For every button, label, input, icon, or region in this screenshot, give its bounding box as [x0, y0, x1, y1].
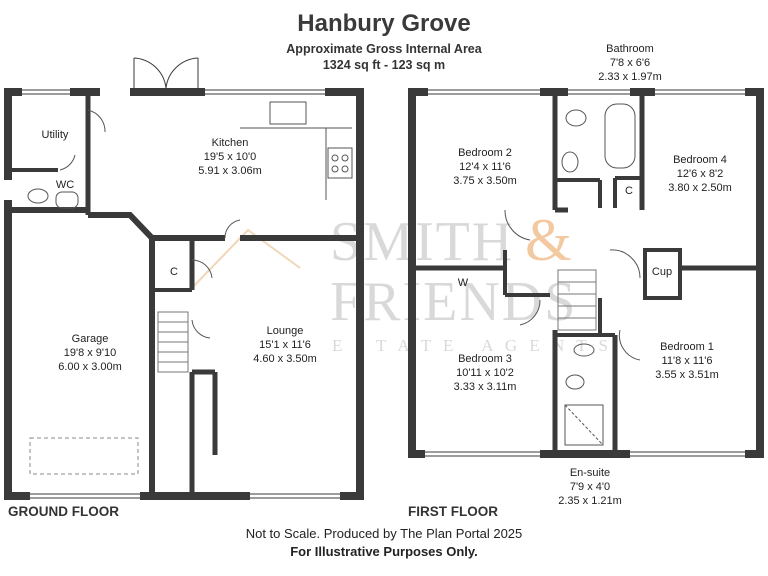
- room-lounge: Lounge 15'1 x 11'6 4.60 x 3.50m: [235, 324, 335, 366]
- kitchen-units: [240, 101, 353, 200]
- room-ff-cup: Cup: [651, 266, 673, 278]
- first-floor-label: FIRST FLOOR: [408, 504, 498, 519]
- bedroom-2-imperial: 12'4 x 11'6: [459, 161, 511, 173]
- garage-door-outline: [29, 437, 139, 475]
- ground-floor-windows: [22, 89, 340, 499]
- room-kitchen: Kitchen 19'5 x 10'0 5.91 x 3.06m: [185, 136, 275, 178]
- ensuite-imperial: 7'9 x 4'0: [569, 481, 611, 493]
- bedroom-1-name: Bedroom 1: [660, 341, 714, 353]
- garage-imperial: 19'8 x 9'10: [63, 347, 117, 359]
- room-wardrobe: W: [457, 277, 469, 289]
- room-wc: WC: [55, 179, 75, 191]
- room-bedroom-4: Bedroom 4 12'6 x 8'2 3.80 x 2.50m: [650, 153, 750, 195]
- room-ff-cupboard: C: [625, 185, 633, 197]
- bedroom-4-name: Bedroom 4: [673, 154, 727, 166]
- wc-fixtures: [27, 188, 79, 209]
- area-heading: Approximate Gross Internal Area: [286, 42, 482, 56]
- room-bathroom: Bathroom 7'8 x 6'6 2.33 x 1.97m: [580, 42, 680, 84]
- bedroom-2-name: Bedroom 2: [458, 147, 512, 159]
- ensuite-fixtures: [564, 343, 604, 446]
- footer-disclaimer: Not to Scale. Produced by The Plan Porta…: [245, 526, 523, 541]
- ff-door-swings: [504, 209, 641, 361]
- bedroom-3-imperial: 10'11 x 10'2: [456, 367, 514, 379]
- watermark-friends: FRIENDS: [330, 271, 578, 333]
- garage-name: Garage: [71, 333, 109, 345]
- bedroom-4-imperial: 12'6 x 8'2: [676, 168, 724, 180]
- room-bedroom-1: Bedroom 1 11'8 x 11'6 3.55 x 3.51m: [637, 340, 737, 382]
- bedroom-3-name: Bedroom 3: [458, 353, 512, 365]
- first-floor-windows: [425, 89, 745, 457]
- gf-stairs: [157, 311, 189, 373]
- kitchen-metric: 5.91 x 3.06m: [198, 165, 262, 177]
- bedroom-2-metric: 3.75 x 3.50m: [453, 175, 517, 187]
- ensuite-metric: 2.35 x 1.21m: [558, 495, 622, 507]
- ground-floor-plan: [4, 88, 364, 500]
- ensuite-name: En-suite: [569, 467, 611, 479]
- bedroom-1-metric: 3.55 x 3.51m: [655, 369, 719, 381]
- lounge-imperial: 15'1 x 11'6: [259, 339, 311, 351]
- area-value: 1324 sq ft - 123 sq m: [322, 58, 446, 72]
- gf-door-swings: [59, 109, 241, 339]
- room-gf-cupboard: C: [170, 266, 178, 278]
- bathroom-metric: 2.33 x 1.97m: [598, 71, 662, 83]
- watermark-ampersand: &: [525, 207, 572, 273]
- plan-title: Hanbury Grove: [297, 10, 471, 37]
- footer-illustrative: For Illustrative Purposes Only.: [290, 544, 478, 559]
- room-bedroom-2: Bedroom 2 12'4 x 11'6 3.75 x 3.50m: [435, 146, 535, 188]
- kitchen-name: Kitchen: [211, 137, 249, 149]
- bathroom-imperial: 7'8 x 6'6: [609, 57, 651, 69]
- lounge-name: Lounge: [266, 325, 304, 337]
- kitchen-french-doors: [133, 57, 199, 92]
- room-utility: Utility: [41, 129, 69, 141]
- lounge-metric: 4.60 x 3.50m: [253, 353, 317, 365]
- garage-metric: 6.00 x 3.00m: [58, 361, 122, 373]
- bedroom-3-metric: 3.33 x 3.11m: [453, 381, 517, 393]
- bedroom-4-metric: 3.80 x 2.50m: [668, 182, 732, 194]
- gf-outer-wall: [4, 88, 364, 500]
- kitchen-imperial: 19'5 x 10'0: [203, 151, 257, 163]
- ground-floor-openings: [3, 87, 340, 501]
- room-ensuite: En-suite 7'9 x 4'0 2.35 x 1.21m: [540, 466, 640, 508]
- room-bedroom-3: Bedroom 3 10'11 x 10'2 3.33 x 3.11m: [435, 352, 535, 394]
- bathroom-name: Bathroom: [606, 43, 654, 55]
- bathroom-fixtures: [561, 103, 636, 173]
- ff-stairs: [557, 269, 597, 331]
- first-floor-openings: [425, 87, 745, 459]
- room-garage: Garage 19'8 x 9'10 6.00 x 3.00m: [40, 332, 140, 374]
- bedroom-1-imperial: 11'8 x 11'6: [661, 355, 713, 367]
- ground-floor-label: GROUND FLOOR: [8, 504, 119, 519]
